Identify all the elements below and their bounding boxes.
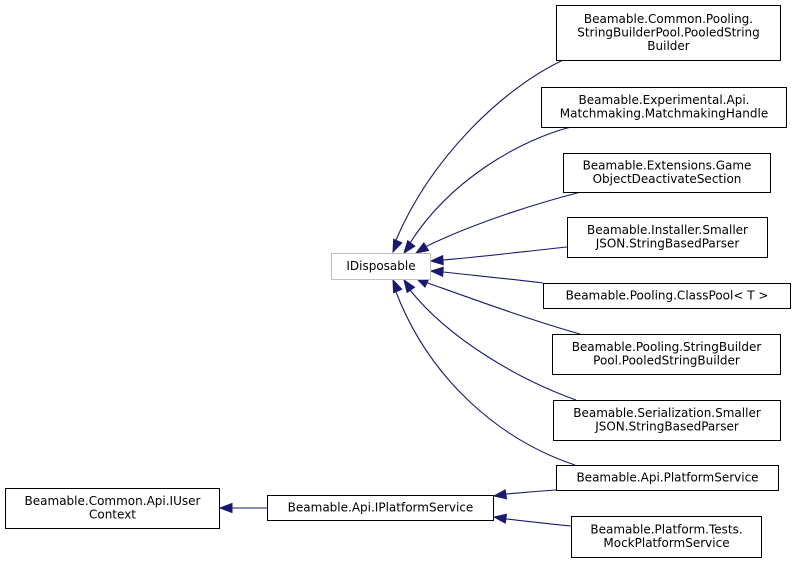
class-node-experimental-matchmaking[interactable]: Beamable.Experimental.Api.Matchmaking.Ma… bbox=[541, 87, 787, 128]
edge-iplatformservice-to-iusercontext bbox=[218, 502, 267, 514]
class-node-label-line: Pool.PooledStringBuilder bbox=[593, 354, 740, 368]
class-node-pooling-sbp[interactable]: Beamable.Pooling.StringBuilderPool.Poole… bbox=[552, 334, 781, 375]
edge-serialization_json-to-idisposable bbox=[403, 278, 577, 401]
class-node-box[interactable] bbox=[5, 488, 220, 529]
edge-extensions_godeactivate-to-idisposable bbox=[414, 191, 582, 254]
inheritance-edge-line bbox=[395, 291, 576, 466]
inheritance-edge-line bbox=[424, 191, 582, 248]
class-node-box[interactable] bbox=[267, 495, 494, 521]
class-node-label-line: Beamable.Experimental.Api. bbox=[579, 93, 750, 107]
class-node-label-line: Beamable.Extensions.Game bbox=[583, 159, 752, 173]
class-node-common-pooling-sbp[interactable]: Beamable.Common.Pooling.StringBuilderPoo… bbox=[556, 5, 781, 61]
class-node-extensions-godeactivate[interactable]: Beamable.Extensions.GameObjectDeactivate… bbox=[563, 153, 771, 193]
arrowhead-icon bbox=[392, 238, 403, 254]
class-node-label-line: JSON.StringBasedParser bbox=[595, 237, 740, 251]
class-node-box[interactable] bbox=[553, 400, 781, 441]
arrowhead-icon bbox=[414, 242, 430, 254]
class-node-box[interactable] bbox=[541, 87, 787, 128]
arrowhead-icon bbox=[429, 254, 444, 266]
inheritance-edge-line bbox=[409, 126, 572, 244]
class-node-label-line: Beamable.Common.Pooling. bbox=[584, 12, 753, 26]
class-node-idisposable: IDisposable bbox=[331, 253, 431, 280]
class-node-label-line: ObjectDeactivateSection bbox=[593, 172, 742, 186]
edge-mock_platformservice-to-iplatformservice bbox=[492, 513, 572, 527]
class-node-label-line: Beamable.Api.PlatformService bbox=[576, 470, 758, 484]
class-node-box[interactable] bbox=[556, 465, 779, 491]
class-node-box[interactable] bbox=[567, 217, 768, 258]
arrowhead-icon bbox=[392, 278, 403, 294]
edge-api_platformservice-to-idisposable bbox=[392, 278, 576, 466]
class-node-pooling-classpool[interactable]: Beamable.Pooling.ClassPool< T > bbox=[543, 283, 791, 309]
edge-api_platformservice-to-iplatformservice bbox=[492, 489, 557, 500]
edge-installer_json-to-idisposable bbox=[429, 246, 568, 266]
class-node-label-line: Beamable.Pooling.StringBuilder bbox=[572, 340, 762, 354]
class-node-label-line: IDisposable bbox=[346, 259, 415, 273]
class-node-iplatformservice[interactable]: Beamable.Api.IPlatformService bbox=[267, 495, 494, 521]
class-node-mock-platformservice[interactable]: Beamable.Platform.Tests.MockPlatformServ… bbox=[571, 516, 762, 558]
class-node-box[interactable] bbox=[556, 5, 781, 61]
arrowhead-icon bbox=[492, 513, 508, 524]
edge-experimental_matchmaking-to-idisposable bbox=[403, 126, 572, 255]
inheritance-edge-line bbox=[442, 271, 544, 284]
class-node-label-line: Builder bbox=[647, 39, 690, 53]
class-node-installer-json[interactable]: Beamable.Installer.SmallerJSON.StringBas… bbox=[567, 217, 768, 258]
class-node-box[interactable] bbox=[552, 334, 781, 375]
class-node-label-line: Matchmaking.MatchmakingHandle bbox=[560, 107, 768, 121]
class-node-box[interactable] bbox=[543, 283, 791, 309]
class-node-label-line: Beamable.Installer.Smaller bbox=[587, 223, 748, 237]
class-node-box[interactable] bbox=[563, 153, 771, 193]
inheritance-edge-line bbox=[505, 489, 557, 495]
inheritance-edge-line bbox=[442, 246, 568, 261]
arrowhead-icon bbox=[492, 489, 508, 500]
arrowhead-icon bbox=[403, 278, 416, 294]
class-node-label-line: Context bbox=[89, 508, 136, 522]
inheritance-edge-line bbox=[505, 518, 572, 527]
class-node-serialization-json[interactable]: Beamable.Serialization.SmallerJSON.Strin… bbox=[553, 400, 781, 441]
class-node-label-line: MockPlatformService bbox=[603, 536, 729, 550]
class-node-label-line: Beamable.Pooling.ClassPool< T > bbox=[566, 288, 769, 302]
class-node-box[interactable] bbox=[571, 516, 762, 558]
nodes-layer: Beamable.Common.Pooling.StringBuilderPoo… bbox=[5, 5, 791, 558]
edges-layer bbox=[218, 59, 582, 527]
class-node-label-line: Beamable.Platform.Tests. bbox=[590, 523, 742, 537]
arrowhead-icon bbox=[403, 239, 416, 255]
class-node-label-line: StringBuilderPool.PooledString bbox=[577, 25, 760, 39]
class-node-label-line: Beamable.Serialization.Smaller bbox=[573, 406, 761, 420]
class-node-label-line: Beamable.Api.IPlatformService bbox=[288, 500, 474, 514]
class-node-api-platformservice[interactable]: Beamable.Api.PlatformService bbox=[556, 465, 779, 491]
inheritance-edge-line bbox=[424, 281, 581, 335]
arrowhead-icon bbox=[429, 266, 444, 278]
inheritance-edge-line bbox=[409, 289, 577, 401]
class-node-label-line: JSON.StringBasedParser bbox=[594, 420, 739, 434]
class-node-box bbox=[331, 253, 431, 280]
edge-pooling_classpool-to-idisposable bbox=[429, 266, 544, 284]
edge-common_pooling_sbp-to-idisposable bbox=[392, 59, 564, 254]
arrowhead-icon bbox=[218, 502, 233, 514]
class-node-label-line: Beamable.Common.Api.IUser bbox=[25, 494, 201, 508]
inheritance-edge-line bbox=[395, 59, 564, 241]
